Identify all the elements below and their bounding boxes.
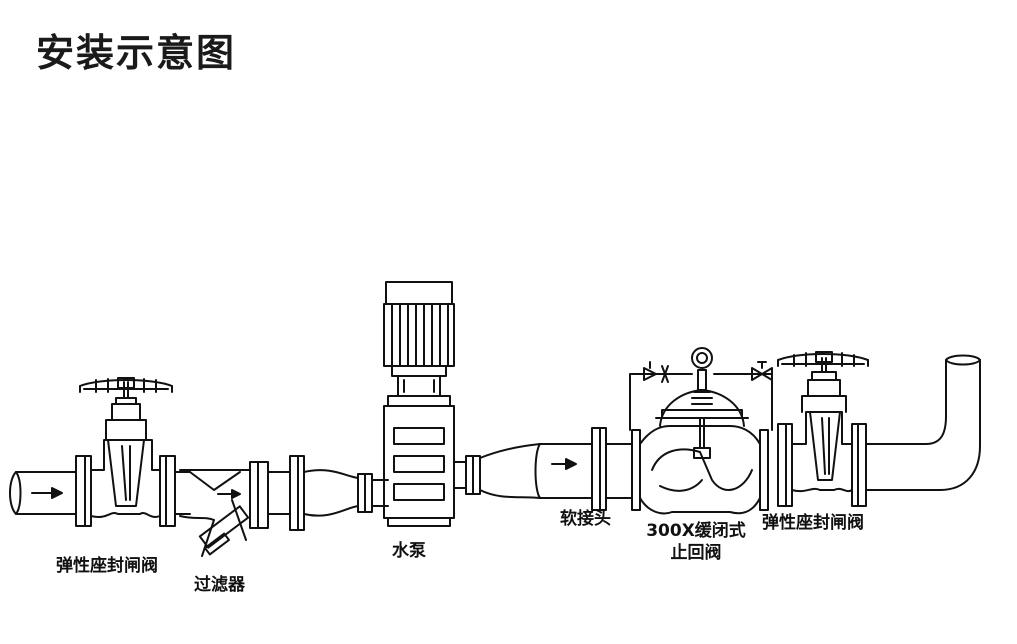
label-gate-valve-right: 弹性座封闸阀: [762, 513, 864, 533]
outlet-pipe-elbow: [865, 354, 981, 491]
strainer: [179, 455, 305, 557]
label-gate-valve-left: 弹性座封闸阀: [56, 556, 158, 576]
page-title: 安装示意图: [36, 31, 237, 75]
label-check-valve-line2: 止回阀: [670, 543, 722, 563]
check-valve-300x: [605, 347, 773, 515]
label-check-valve-line1: 300X缓闭式: [646, 521, 746, 541]
label-soft-joint: 软接头: [560, 509, 611, 529]
soft-joint-right: [453, 427, 607, 511]
soft-joint-left: [303, 469, 389, 517]
gate-valve-right: [777, 351, 869, 507]
label-pump: 水泵: [392, 541, 426, 561]
inlet-pipe: [9, 471, 77, 515]
label-check-valve: 300X缓闭式 止回阀: [636, 520, 756, 564]
pump: [383, 281, 455, 527]
label-strainer: 过滤器: [194, 575, 245, 595]
pipe-segment: [174, 471, 191, 515]
gate-valve-left: [75, 377, 176, 527]
